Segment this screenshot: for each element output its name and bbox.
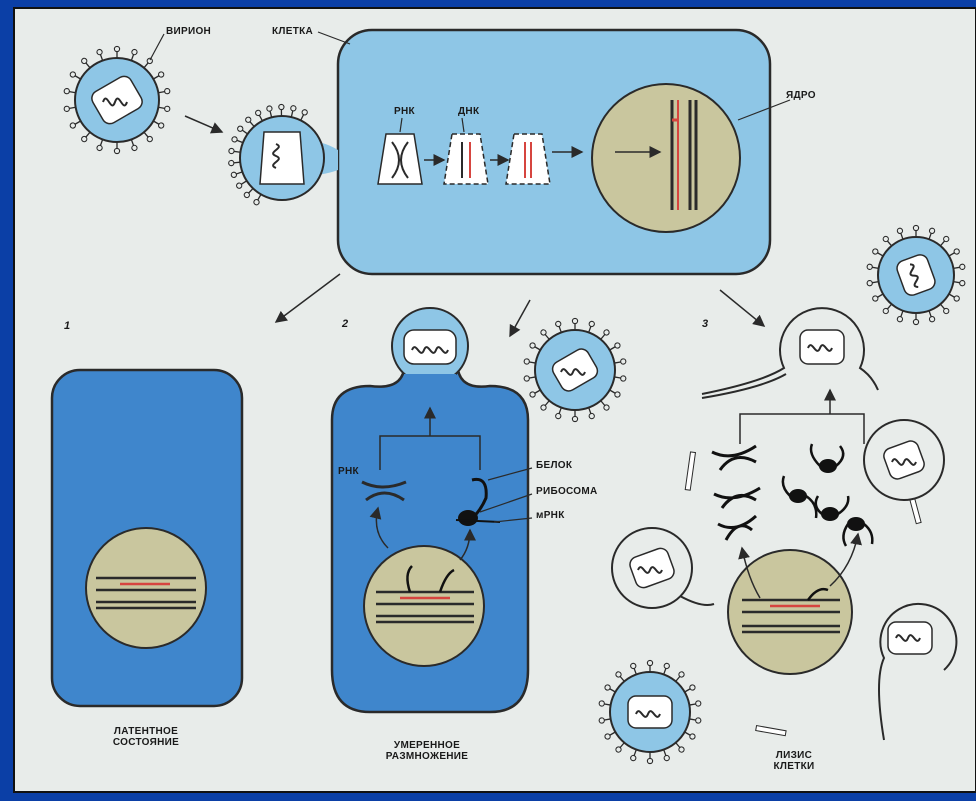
label-protein: БЕЛОК bbox=[536, 460, 572, 471]
label-lysis-line-2: КЛЕТКИ bbox=[754, 761, 834, 772]
label-lysis-line-1: ЛИЗИС bbox=[754, 750, 834, 761]
latent-cell bbox=[52, 370, 242, 706]
label-mrna: мРНК bbox=[536, 510, 565, 521]
label-latent-line-1: ЛАТЕНТНОЕ bbox=[100, 726, 192, 737]
lysis-virion-right bbox=[864, 420, 944, 500]
label-latent: ЛАТЕНТНОЕ СОСТОЯНИЕ bbox=[100, 726, 192, 748]
label-latent-line-2: СОСТОЯНИЕ bbox=[100, 737, 192, 748]
label-moderate-line-1: УМЕРЕННОЕ bbox=[372, 740, 482, 751]
label-ribosome: РИБОСОМА bbox=[536, 486, 598, 497]
panel-3-number: 3 bbox=[702, 318, 708, 330]
panel-1-number: 1 bbox=[64, 320, 70, 332]
nucleus-top bbox=[592, 84, 740, 232]
label-rna-panel2: РНК bbox=[338, 466, 359, 477]
rna-capsid bbox=[378, 134, 422, 184]
label-cell: КЛЕТКА bbox=[272, 26, 313, 37]
label-lysis: ЛИЗИС КЛЕТКИ bbox=[754, 750, 834, 772]
label-moderate: УМЕРЕННОЕ РАЗМНОЖЕНИЕ bbox=[372, 740, 482, 762]
label-nucleus: ЯДРО bbox=[786, 90, 816, 101]
label-rna: РНК bbox=[394, 106, 415, 117]
label-dna: ДНК bbox=[458, 106, 479, 117]
panel-2-number: 2 bbox=[342, 318, 348, 330]
label-virion: ВИРИОН bbox=[166, 26, 211, 37]
label-moderate-line-2: РАЗМНОЖЕНИЕ bbox=[372, 751, 482, 762]
